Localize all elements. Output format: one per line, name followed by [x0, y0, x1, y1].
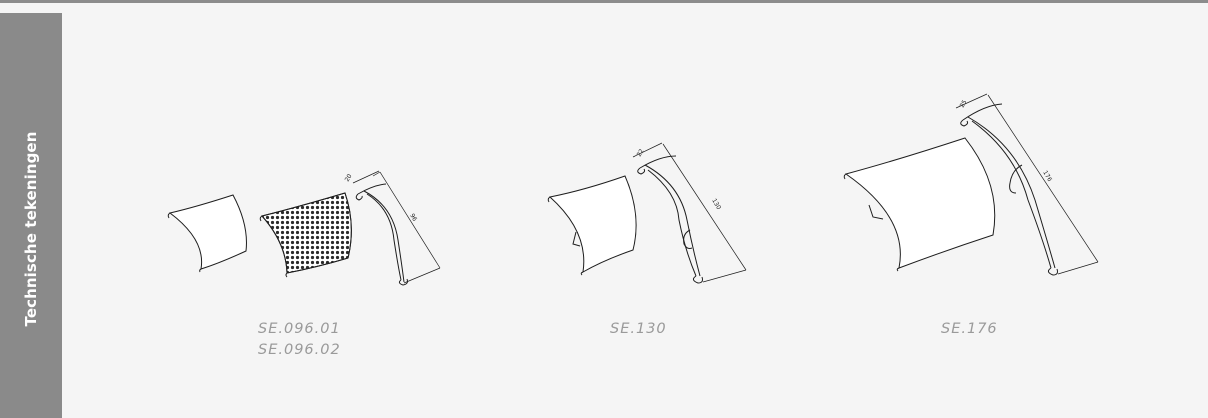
product-caption-se176: SE.176 [941, 319, 998, 340]
product-code: SE.176 [941, 321, 998, 337]
dim-height-3: 176 [1041, 170, 1053, 184]
slat-drawing-se096: 20 96 [167, 170, 441, 286]
product-code: SE.096.01 [258, 321, 341, 337]
slat-plain-iso [167, 194, 247, 273]
slat-iso [547, 175, 637, 276]
product-code: SE.130 [610, 321, 667, 337]
product-caption-se130: SE.130 [610, 319, 667, 340]
slat-perforated-iso [259, 192, 352, 278]
section-sidebar: Technische tekeningen [0, 13, 62, 418]
slat-iso [843, 137, 996, 272]
dim-height-1: 96 [408, 213, 418, 223]
slat-profile-section [632, 142, 747, 284]
dim-thickness-3: 25 [959, 99, 969, 109]
dim-height-2: 130 [710, 198, 722, 212]
slat-drawing-se176: 25 176 [843, 93, 1099, 276]
top-divider [0, 0, 1208, 3]
dim-thickness-2: 22 [636, 148, 646, 158]
product-caption-se096: SE.096.01 SE.096.02 [258, 319, 341, 361]
slat-profile-section [955, 93, 1099, 276]
dim-thickness-1: 20 [344, 173, 354, 183]
product-code: SE.096.02 [258, 342, 341, 358]
slat-profile-section [352, 170, 441, 286]
slat-drawing-se130: 22 130 [547, 142, 747, 284]
